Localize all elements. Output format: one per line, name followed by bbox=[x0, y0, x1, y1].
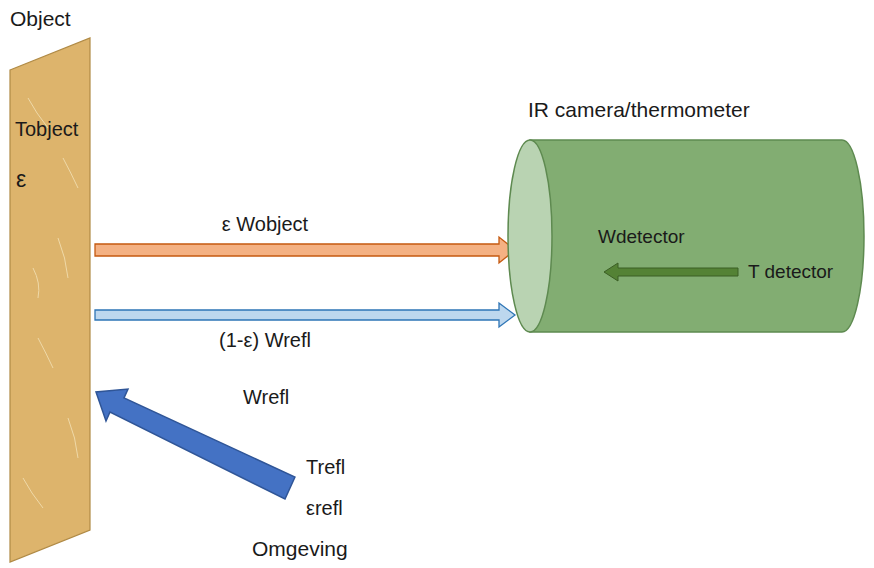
wood-texture bbox=[63, 158, 78, 188]
environment-label: Omgeving bbox=[252, 537, 348, 561]
camera-node: IR camera/thermometerWdetectorT detector bbox=[508, 140, 864, 332]
node-heading: IR camera/thermometer bbox=[528, 98, 750, 122]
radiation-arrow bbox=[95, 237, 515, 263]
wood-texture bbox=[58, 238, 68, 278]
radiation-arrow bbox=[95, 303, 515, 327]
environment-label: Wrefl bbox=[243, 386, 289, 409]
node-symbol: ε bbox=[16, 166, 26, 192]
edge-label: ε Wobject bbox=[220, 213, 310, 236]
edge-label: (1-ε) Wrefl bbox=[217, 329, 313, 352]
node-symbol: Tobject bbox=[15, 118, 78, 141]
environment-label: Trefl bbox=[306, 456, 345, 479]
environment-label: εrefl bbox=[306, 497, 343, 520]
cylinder-body bbox=[530, 140, 864, 332]
node-symbol: T detector bbox=[748, 261, 833, 283]
wood-texture bbox=[68, 418, 78, 458]
plate-surface bbox=[10, 38, 90, 562]
object-plate bbox=[8, 38, 92, 562]
detector-radiation-arrow bbox=[604, 263, 738, 281]
object-node: ObjectTobjectε bbox=[8, 38, 92, 562]
node-heading: Object bbox=[10, 7, 71, 31]
lens-face bbox=[508, 140, 552, 332]
wood-texture bbox=[33, 268, 39, 298]
wood-texture bbox=[38, 338, 53, 368]
camera-cylinder bbox=[508, 140, 864, 332]
node-symbol: Wdetector bbox=[598, 226, 685, 248]
wood-texture bbox=[23, 478, 43, 508]
